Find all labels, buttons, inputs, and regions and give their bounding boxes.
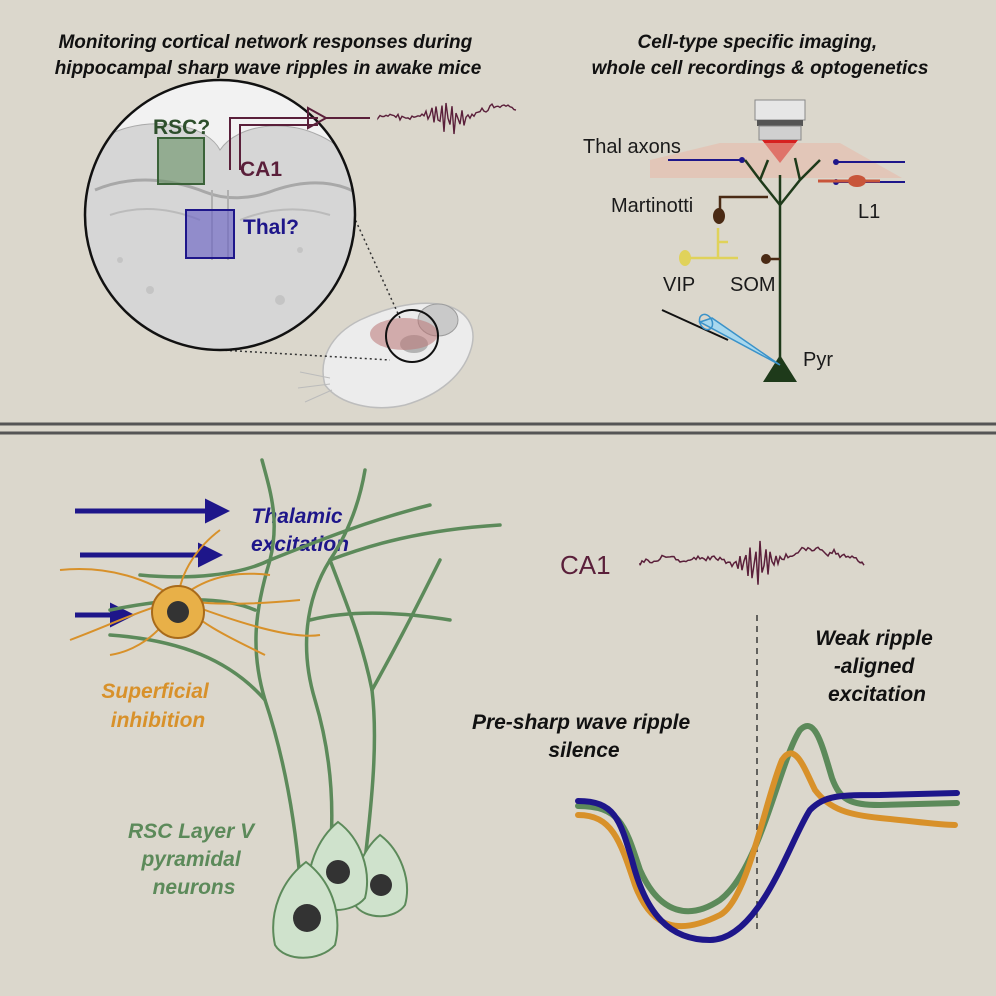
mouse-illustration [297,302,474,409]
ca1-label-bottom: CA1 [560,550,611,580]
top-left-title-line-1: Monitoring cortical network responses du… [58,32,472,53]
weak-line-3: excitation [828,683,926,706]
pyr-soma [763,355,797,382]
som-cell [761,254,780,264]
martinotti-label: Martinotti [611,195,693,217]
vip-cell [679,228,738,266]
pyramidal-soma-1 [272,860,339,959]
thal-axons-label: Thal axons [583,136,681,158]
rsc-line-3: neurons [153,876,236,899]
mouse-zoom-circle [385,309,439,363]
response-curves [575,723,960,944]
rsc-line-1: RSC Layer V [128,820,256,843]
rsc-region [157,137,205,185]
top-left-title: Monitoring cortical network responses du… [55,32,482,79]
vip-label: VIP [663,274,695,296]
weak-line-1: Weak ripple [815,627,933,650]
weak-ripple-label: Weak ripple -aligned excitation [815,627,938,706]
thal-label: Thal? [243,216,299,239]
superficial-line-2: inhibition [111,709,205,732]
som-label: SOM [730,274,776,296]
top-right-title-line-2: whole cell recordings & optogenetics [592,58,929,79]
inhibition-response-curve [575,750,958,930]
superficial-inhibition-label: Superficial inhibition [101,680,214,732]
panel-divider [0,422,996,435]
thalamic-line-1: Thalamic [252,505,343,528]
rsc-line-2: pyramidal [140,848,241,871]
ca1-electrode [229,106,370,170]
ca1-lfp-trace-top [377,102,517,135]
ca1-label-top: CA1 [240,158,282,181]
ca1-lfp-trace-bottom [639,540,865,585]
pre-line-1: Pre-sharp wave ripple [472,711,691,734]
imaging-plane [650,143,902,178]
l1-interneuron [818,175,880,187]
pre-line-2: silence [548,739,620,762]
rsc-pyramidal-dendrites [108,458,502,882]
thalamic-response-curve [575,790,960,944]
l1-label: L1 [858,201,880,223]
pre-swr-silence-label: Pre-sharp wave ripple silence [472,711,696,762]
superficial-line-1: Superficial [101,680,210,703]
weak-line-2: -aligned [834,655,916,678]
superficial-interneuron-soma [151,585,205,639]
top-right-title: Cell-type specific imaging, whole cell r… [592,32,929,79]
rsc-layer-v-label: RSC Layer V pyramidal neurons [128,820,260,899]
thal-region [185,209,235,259]
pyramidal-neuron [744,157,821,365]
pyramidal-soma-3 [352,833,409,918]
top-left-title-line-2: hippocampal sharp wave ripples in awake … [55,58,482,79]
martinotti-cell [713,195,768,224]
rsc-label: RSC? [153,116,210,139]
patch-pipette [661,309,781,366]
pyr-label: Pyr [803,349,833,371]
top-right-title-line-1: Cell-type specific imaging, [638,32,878,53]
